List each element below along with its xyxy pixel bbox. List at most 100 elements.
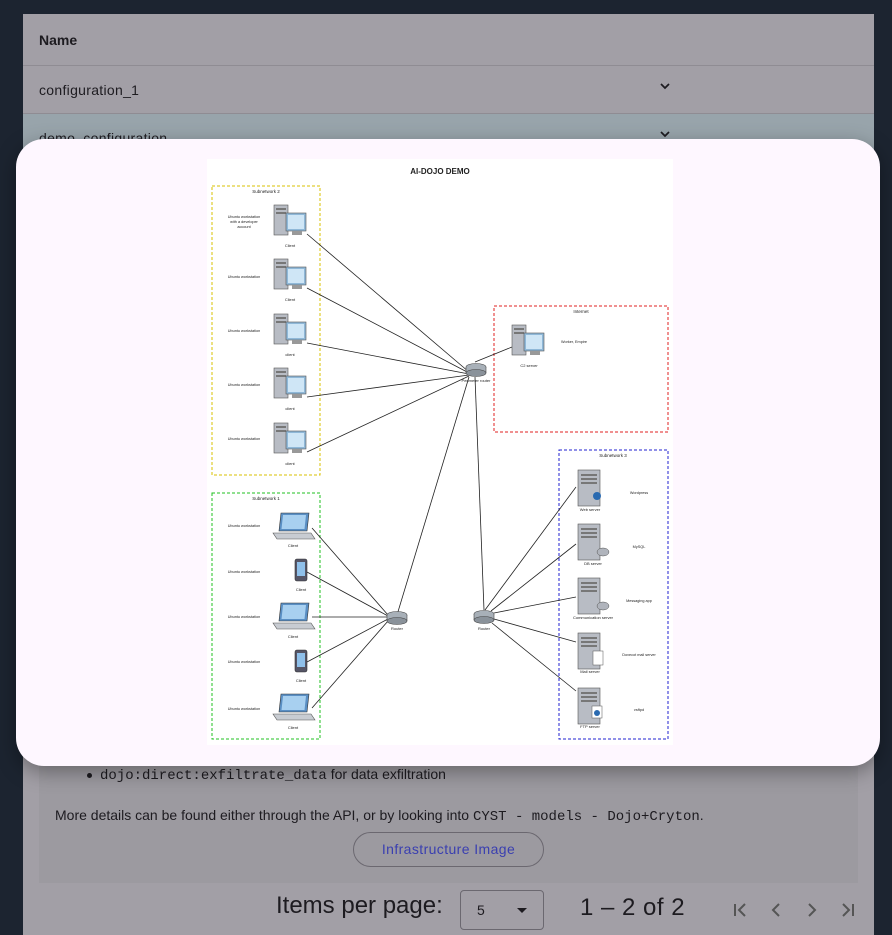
subnet2-host-1: Ubuntu workstation with a developer acco… bbox=[228, 204, 307, 248]
infrastructure-image-dialog: AI-DOJO DEMO Subnetwork 2 Internet Subne… bbox=[16, 139, 880, 766]
page-size-value: 5 bbox=[477, 902, 485, 918]
svg-text:Dovecot mail server: Dovecot mail server bbox=[622, 653, 656, 657]
svg-text:Ubuntu workstation: Ubuntu workstation bbox=[228, 570, 261, 574]
subnet2-host-4: Ubuntu workstation client bbox=[228, 367, 307, 411]
svg-text:Ubuntu workstation: Ubuntu workstation bbox=[228, 383, 261, 387]
svg-text:Router: Router bbox=[391, 626, 404, 631]
svg-text:Perimeter router: Perimeter router bbox=[462, 378, 492, 383]
svg-text:MySQL: MySQL bbox=[633, 545, 646, 549]
subnetwork-2-label: Subnetwork 2 bbox=[252, 189, 280, 194]
column-header-name: Name bbox=[39, 32, 78, 48]
chevron-down-icon[interactable] bbox=[657, 126, 673, 142]
svg-text:Communication server: Communication server bbox=[573, 615, 614, 620]
router-icon bbox=[473, 610, 495, 624]
web-server: Web server Wordpress bbox=[577, 469, 648, 512]
svg-text:Client: Client bbox=[288, 725, 299, 730]
svg-text:Client: Client bbox=[285, 243, 296, 248]
svg-text:Ubuntu workstation: Ubuntu workstation bbox=[228, 437, 261, 441]
subnet1-host-2: Ubuntu workstation Client bbox=[228, 558, 308, 592]
subnetwork-1-zone bbox=[211, 492, 321, 740]
subnet2-host-5: Ubuntu workstation client bbox=[228, 422, 307, 466]
svg-text:Client: Client bbox=[296, 678, 307, 683]
svg-text:Web server: Web server bbox=[580, 507, 601, 512]
internet-label: Internet bbox=[573, 309, 589, 314]
svg-text:Ubuntu workstation: Ubuntu workstation bbox=[228, 615, 261, 619]
infrastructure-diagram: AI-DOJO DEMO Subnetwork 2 Internet Subne… bbox=[207, 159, 673, 745]
subnetwork-1-label: Subnetwork 1 bbox=[252, 496, 280, 501]
page-size-select[interactable]: 5 bbox=[460, 890, 544, 930]
bullet-code: dojo:direct:exfiltrate_data bbox=[100, 768, 327, 784]
server-icon bbox=[577, 523, 601, 561]
diagram-svg: AI-DOJO DEMO Subnetwork 2 Internet Subne… bbox=[211, 167, 669, 740]
workstation-icon bbox=[273, 367, 307, 399]
chevron-down-icon[interactable] bbox=[657, 78, 673, 94]
svg-text:Mail server: Mail server bbox=[580, 669, 600, 674]
subnet2-host-2: Ubuntu workstation Client bbox=[228, 258, 307, 302]
subnetwork-2-zone bbox=[211, 185, 321, 476]
router-icon bbox=[386, 611, 408, 625]
svg-text:FTP server: FTP server bbox=[580, 724, 600, 729]
last-page-icon[interactable] bbox=[836, 898, 860, 922]
svg-text:Ubuntu workstation: Ubuntu workstation bbox=[228, 524, 261, 528]
phone-icon bbox=[294, 558, 308, 582]
workstation-icon bbox=[273, 204, 307, 236]
ftp-server: FTP server vsftpd bbox=[577, 687, 644, 729]
router-left: Router bbox=[386, 611, 408, 631]
svg-text:Ubuntu workstation: Ubuntu workstation bbox=[228, 215, 261, 219]
svg-text:Ubuntu workstation: Ubuntu workstation bbox=[228, 275, 261, 279]
laptop-icon bbox=[272, 512, 316, 540]
workstation-icon bbox=[273, 258, 307, 290]
svg-text:client: client bbox=[285, 461, 295, 466]
server-icon bbox=[577, 469, 601, 507]
previous-page-icon[interactable] bbox=[764, 898, 788, 922]
svg-text:Messaging app: Messaging app bbox=[626, 599, 652, 603]
subnet1-host-5: Ubuntu workstation Client bbox=[228, 693, 316, 730]
internet-zone bbox=[493, 305, 669, 433]
subnet1-host-3: Ubuntu workstation Client bbox=[228, 602, 316, 639]
phone-icon bbox=[294, 649, 308, 673]
svg-text:with a developer: with a developer bbox=[230, 220, 258, 224]
svg-text:Ubuntu workstation: Ubuntu workstation bbox=[228, 660, 261, 664]
svg-text:Client: Client bbox=[296, 587, 307, 592]
svg-text:account: account bbox=[237, 225, 251, 229]
server-icon bbox=[577, 577, 601, 615]
row-name: configuration_1 bbox=[39, 82, 140, 98]
svg-text:Ubuntu workstation: Ubuntu workstation bbox=[228, 707, 261, 711]
details-prefix: More details can be found either through… bbox=[55, 807, 470, 823]
infrastructure-image-button[interactable]: Infrastructure Image bbox=[353, 832, 544, 867]
bullet-text: for data exfiltration bbox=[330, 766, 446, 782]
svg-text:vsftpd: vsftpd bbox=[634, 708, 644, 712]
laptop-icon bbox=[272, 693, 316, 721]
router-icon bbox=[465, 363, 487, 377]
svg-text:Client: Client bbox=[285, 297, 296, 302]
mail-server: Mail server Dovecot mail server bbox=[577, 632, 657, 674]
diagram-title: AI-DOJO DEMO bbox=[410, 167, 470, 176]
communication-server: Communication server Messaging app bbox=[573, 577, 652, 620]
items-per-page-label: Items per page: bbox=[276, 892, 443, 919]
next-page-icon[interactable] bbox=[800, 898, 824, 922]
laptop-icon bbox=[272, 602, 316, 630]
svg-text:Wordpress: Wordpress bbox=[630, 491, 648, 495]
first-page-icon[interactable] bbox=[728, 898, 752, 922]
workstation-icon bbox=[273, 422, 307, 454]
network-links bbox=[306, 233, 577, 709]
svg-text:DB server: DB server bbox=[584, 561, 602, 566]
more-details-text: More details can be found either through… bbox=[55, 807, 704, 825]
subnet1-host-1: Ubuntu workstation Client bbox=[228, 512, 316, 548]
c2-server: C2 server Worker, Empire bbox=[511, 324, 587, 368]
page-range-label: 1 – 2 of 2 bbox=[580, 894, 686, 921]
table-row[interactable]: configuration_1 bbox=[23, 66, 874, 114]
svg-text:Client: Client bbox=[288, 543, 299, 548]
svg-text:client: client bbox=[285, 352, 295, 357]
details-suffix: . bbox=[699, 807, 704, 823]
details-code: CYST - models - Dojo+Cryton bbox=[472, 809, 700, 825]
subnetwork-3-label: Subnetwork 3 bbox=[599, 453, 627, 458]
svg-text:Client: Client bbox=[288, 634, 299, 639]
subnet2-host-3: Ubuntu workstation client bbox=[228, 313, 307, 357]
svg-text:Worker, Empire: Worker, Empire bbox=[561, 340, 587, 344]
db-server: DB server MySQL bbox=[577, 523, 646, 566]
workstation-icon bbox=[273, 313, 307, 345]
svg-text:Router: Router bbox=[478, 626, 491, 631]
capability-bullet: dojo:direct:exfiltrate_data for data exf… bbox=[87, 766, 446, 784]
router-right: Router bbox=[473, 610, 495, 631]
